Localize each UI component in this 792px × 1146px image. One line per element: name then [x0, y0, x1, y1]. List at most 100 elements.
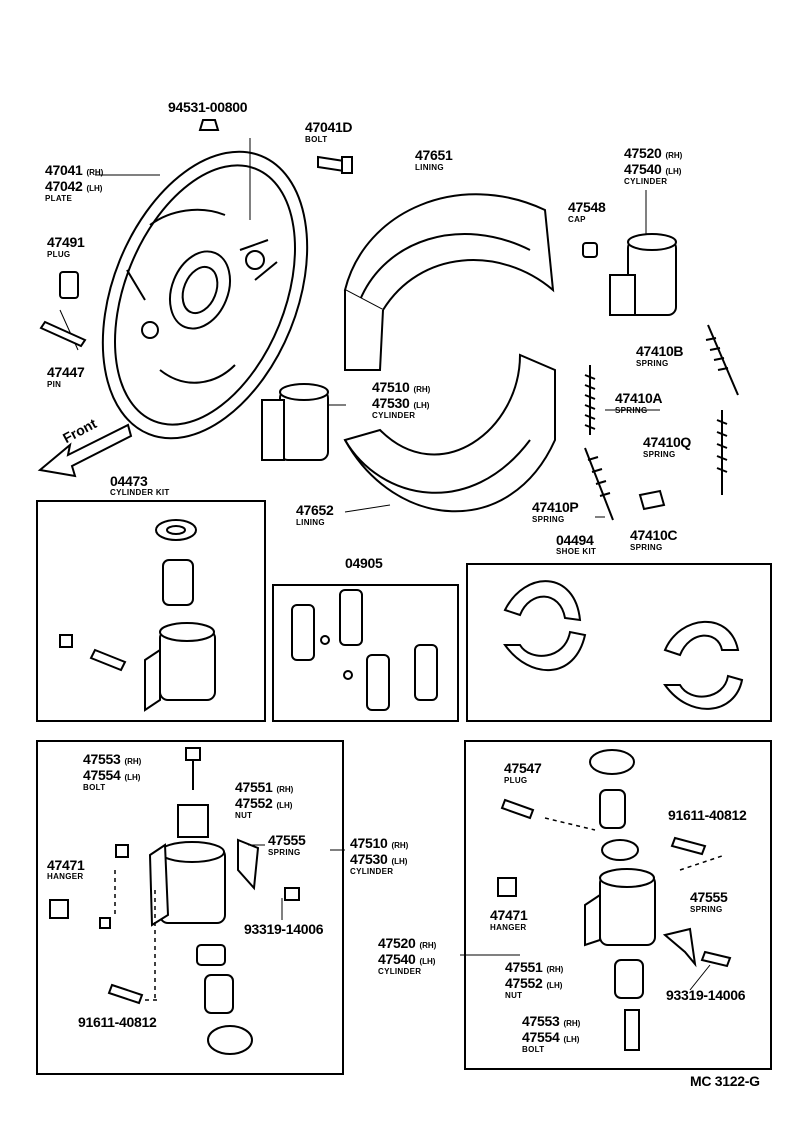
- label-47471-right: 47471: [490, 907, 528, 923]
- label-spring-b: SPRING: [636, 359, 669, 368]
- label-cylinder: CYLINDER: [624, 177, 668, 186]
- label-spring-a: SPRING: [615, 406, 648, 415]
- label-47410B: 47410B: [636, 343, 684, 359]
- brake-shoe-lower: [343, 353, 556, 513]
- label-lh-9: (LH): [563, 1035, 580, 1044]
- label-lh: (LH): [86, 184, 103, 193]
- label-spring-right: SPRING: [690, 905, 723, 914]
- label-rh-8: (RH): [546, 965, 564, 974]
- drawing-reference: MC 3122-G: [690, 1073, 760, 1089]
- label-93319-right: 93319-14006: [666, 987, 746, 1003]
- label-bolt-left-group: 47553(RH) 47554(LH) BOLT: [83, 752, 141, 792]
- label-plate: PLATE: [45, 194, 73, 203]
- label-lh-4: (LH): [124, 773, 141, 782]
- label-lh-6: (LH): [391, 857, 408, 866]
- label-nut-right: NUT: [505, 991, 523, 1000]
- left-cylinder-assembly-box: [36, 740, 344, 1075]
- label-rh-2: (RH): [665, 151, 683, 160]
- label-nut-left: NUT: [235, 811, 253, 820]
- label-rh-5: (RH): [276, 785, 294, 794]
- label-47520-lower: 47520: [378, 935, 416, 951]
- lower-left-dashes: [114, 870, 160, 1001]
- backing-plate: [101, 150, 309, 440]
- label-cylinder-right: CYLINDER: [378, 967, 422, 976]
- lower-left-assembly: [49, 747, 300, 1055]
- label-plate-group: 47041(RH) 47042(LH) PLATE: [45, 163, 103, 203]
- label-47447: 47447: [47, 364, 85, 380]
- label-lining-lower: LINING: [296, 518, 325, 527]
- springs: [584, 324, 739, 521]
- label-bolt-left: BOLT: [83, 783, 106, 792]
- cylinder-kit-drawing: [59, 519, 216, 712]
- label-47530: 47530: [372, 395, 410, 411]
- label-47041: 47041: [45, 162, 83, 178]
- label-47548: 47548: [568, 199, 606, 215]
- label-lh-3: (LH): [413, 401, 430, 410]
- label-lh-5: (LH): [276, 801, 293, 810]
- label-rh-3: (RH): [413, 385, 431, 394]
- label-cylinder-kit: CYLINDER KIT: [110, 488, 170, 497]
- label-47520: 47520: [624, 145, 662, 161]
- label-47555-left: 47555: [268, 832, 306, 848]
- label-47410P: 47410P: [532, 499, 579, 515]
- label-47042: 47042: [45, 178, 83, 194]
- label-47555-right: 47555: [690, 889, 728, 905]
- label-cylinder-left-group: 47510(RH) 47530(LH) CYLINDER: [350, 836, 408, 876]
- label-47510-left: 47510: [350, 835, 388, 851]
- label-47540: 47540: [624, 161, 662, 177]
- label-47552-left: 47552: [235, 795, 273, 811]
- label-lining-top: LINING: [415, 163, 444, 172]
- leader-lines: [59, 138, 660, 518]
- label-04494: 04494: [556, 532, 594, 548]
- label-47554-left: 47554: [83, 767, 121, 783]
- label-cylinder-left: CYLINDER: [350, 867, 394, 876]
- label-93319-left: 93319-14006: [244, 921, 324, 937]
- brake-shoe-upper: [343, 193, 555, 371]
- label-47551-right: 47551: [505, 959, 543, 975]
- label-lh-8: (LH): [546, 981, 563, 990]
- label-bolt-top: BOLT: [305, 135, 328, 144]
- label-hanger-left: HANGER: [47, 872, 84, 881]
- label-spring-c: SPRING: [630, 543, 663, 552]
- label-47552-right: 47552: [505, 975, 543, 991]
- label-47547: 47547: [504, 760, 542, 776]
- label-lh-2: (LH): [665, 167, 682, 176]
- label-47651: 47651: [415, 147, 453, 163]
- label-cylinder-mid: CYLINDER: [372, 411, 416, 420]
- label-47410C: 47410C: [630, 527, 678, 543]
- label-04473: 04473: [110, 473, 148, 489]
- label-04905: 04905: [345, 555, 383, 571]
- label-47471-left: 47471: [47, 857, 85, 873]
- label-hanger-right: HANGER: [490, 923, 527, 932]
- label-spring-q: SPRING: [643, 450, 676, 459]
- label-47041D: 47041D: [305, 119, 353, 135]
- label-47410A: 47410A: [615, 390, 663, 406]
- wheel-cylinder-small-left: [261, 383, 329, 461]
- label-rh: (RH): [86, 168, 104, 177]
- label-47553-left: 47553: [83, 751, 121, 767]
- label-47491: 47491: [47, 234, 85, 250]
- label-47540-lower: 47540: [378, 951, 416, 967]
- label-nut-right-group: 47551(RH) 47552(LH) NUT: [505, 960, 563, 1000]
- label-pin: PIN: [47, 380, 62, 389]
- shoe-kit-box: [466, 563, 772, 722]
- label-rh-4: (RH): [124, 757, 142, 766]
- label-spring-left: SPRING: [268, 848, 301, 857]
- label-rh-6: (RH): [391, 841, 409, 850]
- label-rh-9: (RH): [563, 1019, 581, 1028]
- right-cylinder-assembly-box: [464, 740, 772, 1070]
- lower-right-leaders: [460, 954, 711, 991]
- label-cylinder-top-right-group: 47520(RH) 47540(LH) CYLINDER: [624, 146, 682, 186]
- label-94531-00800: 94531-00800: [168, 99, 248, 115]
- repair-kit-box: [272, 584, 459, 722]
- label-shoe-kit: SHOE KIT: [556, 547, 597, 556]
- label-plug-right: PLUG: [504, 776, 528, 785]
- label-nut-left-group: 47551(RH) 47552(LH) NUT: [235, 780, 293, 820]
- label-47553-right: 47553: [522, 1013, 560, 1029]
- label-47530-left: 47530: [350, 851, 388, 867]
- label-91611-left: 91611-40812: [78, 1014, 157, 1030]
- label-bolt-right-group: 47553(RH) 47554(LH) BOLT: [522, 1014, 580, 1054]
- label-47652: 47652: [296, 502, 334, 518]
- lower-right-assembly: [497, 749, 732, 1051]
